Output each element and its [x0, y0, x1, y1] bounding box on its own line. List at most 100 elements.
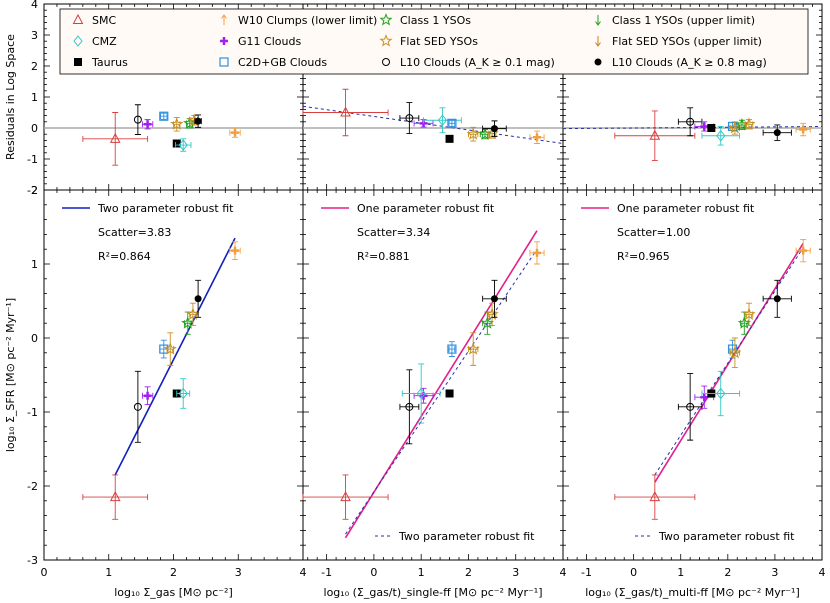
panel-frame [302, 189, 564, 561]
error-bar [746, 302, 753, 326]
data-point [405, 402, 414, 411]
x-axis-label: log₁₀ Σ_gas [M⊙ pc⁻²] [114, 586, 233, 599]
data-point [700, 393, 709, 402]
data-point [533, 248, 541, 257]
x-tick-label: 0 [41, 566, 48, 579]
error-bar [651, 110, 658, 161]
data-point [445, 389, 454, 398]
scatter-text: Scatter=1.00 [617, 226, 690, 239]
x-tick-label: 2 [724, 566, 731, 579]
data-point [649, 129, 661, 140]
legend-label: CMZ [92, 35, 117, 48]
x-tick-label: 3 [235, 566, 242, 579]
data-point [178, 387, 188, 400]
data-point [143, 391, 152, 400]
data-point [735, 117, 749, 131]
x-tick-label: 1 [418, 566, 425, 579]
data-point [183, 116, 197, 129]
data-point [478, 127, 492, 140]
x-tick-label: -1 [581, 566, 592, 579]
error-bar [134, 104, 141, 135]
dashed-legend-label: Two parameter robust fit [398, 530, 535, 543]
data-point [485, 307, 499, 320]
x-tick-label: 0 [630, 566, 637, 579]
legend-label: G11 Clouds [238, 35, 301, 48]
data-point [447, 344, 457, 354]
y-tick-label: -2 [27, 480, 38, 493]
error-bar [439, 107, 446, 134]
data-point [340, 491, 351, 502]
data-point [163, 342, 177, 355]
legend-marker [595, 36, 601, 47]
legend-marker [594, 58, 602, 66]
data-point [178, 139, 188, 151]
fit-legend-label: Two parameter robust fit [97, 202, 234, 215]
data-point [194, 295, 202, 303]
data-point [170, 117, 184, 130]
y-tick-label: 2 [31, 184, 38, 197]
r-squared-text: R²=0.881 [357, 250, 410, 263]
data-point [143, 120, 152, 129]
x-tick-label: 2 [465, 566, 472, 579]
x-axis-label: log₁₀ (Σ_gas/t)_multi-ff [M⊙ pc⁻² Myr⁻¹] [585, 586, 800, 599]
error-bar [717, 126, 724, 146]
r-squared-text: R²=0.965 [617, 250, 670, 263]
legend-marker [221, 14, 227, 25]
data-point [466, 342, 480, 355]
y-tick-label: -1 [27, 153, 38, 166]
y-tick-label: 2 [31, 60, 38, 73]
legend-marker [74, 58, 82, 66]
error-bar [180, 138, 187, 152]
data-point [686, 402, 695, 411]
error-bar [448, 119, 455, 127]
data-point [133, 115, 142, 124]
x-tick-label: 4 [300, 566, 307, 579]
data-point [445, 134, 454, 143]
two-parameter-fit-line [562, 126, 823, 130]
legend-label: L10 Clouds (A_K ≥ 0.1 mag) [400, 56, 555, 69]
data-point [109, 132, 121, 143]
panel-frame [43, 189, 304, 561]
y-tick-label: 1 [31, 258, 38, 271]
error-bar [687, 373, 694, 441]
legend-label: Class 1 YSOs (upper limit) [612, 14, 755, 27]
fit-legend-label: One parameter robust fit [357, 202, 495, 215]
y-tick-label: -2 [27, 184, 38, 197]
data-point [737, 316, 751, 329]
data-point [799, 246, 808, 255]
x-tick-label: 2 [170, 566, 177, 579]
error-bar [651, 474, 658, 520]
legend-marker [382, 58, 390, 66]
data-point [728, 345, 742, 359]
data-point [773, 129, 781, 137]
legend-label: SMC [92, 14, 116, 27]
legend-marker [72, 13, 84, 24]
x-tick-label: 4 [560, 566, 567, 579]
x-tick-label: 1 [677, 566, 684, 579]
x-tick-label: 3 [512, 566, 519, 579]
error-bar [406, 369, 413, 445]
data-point [700, 122, 709, 131]
legend-label: L10 Clouds (A_K ≥ 0.8 mag) [612, 56, 767, 69]
data-point [649, 491, 661, 502]
error-bar [112, 474, 119, 520]
scatter-text: Scatter=3.83 [98, 226, 171, 239]
data-point [231, 246, 240, 255]
data-point [716, 387, 726, 400]
error-bar [731, 337, 738, 369]
r-squared-text: R²=0.864 [98, 250, 151, 263]
error-bar [418, 363, 425, 424]
error-bar [406, 102, 413, 135]
y-axis-label-sfr: log₁₀ Σ_SFR [M⊙ pc⁻² Myr⁻¹] [4, 298, 17, 452]
scatter-text: Scatter=3.34 [357, 226, 430, 239]
data-point [194, 117, 202, 125]
data-point [405, 114, 414, 123]
data-point [466, 127, 480, 140]
error-bar [687, 107, 694, 137]
dashed-legend-label: Two parameter robust fit [658, 530, 795, 543]
error-bar [134, 370, 141, 443]
legend-marker [595, 15, 601, 26]
data-point [416, 387, 426, 400]
data-point [728, 121, 742, 134]
